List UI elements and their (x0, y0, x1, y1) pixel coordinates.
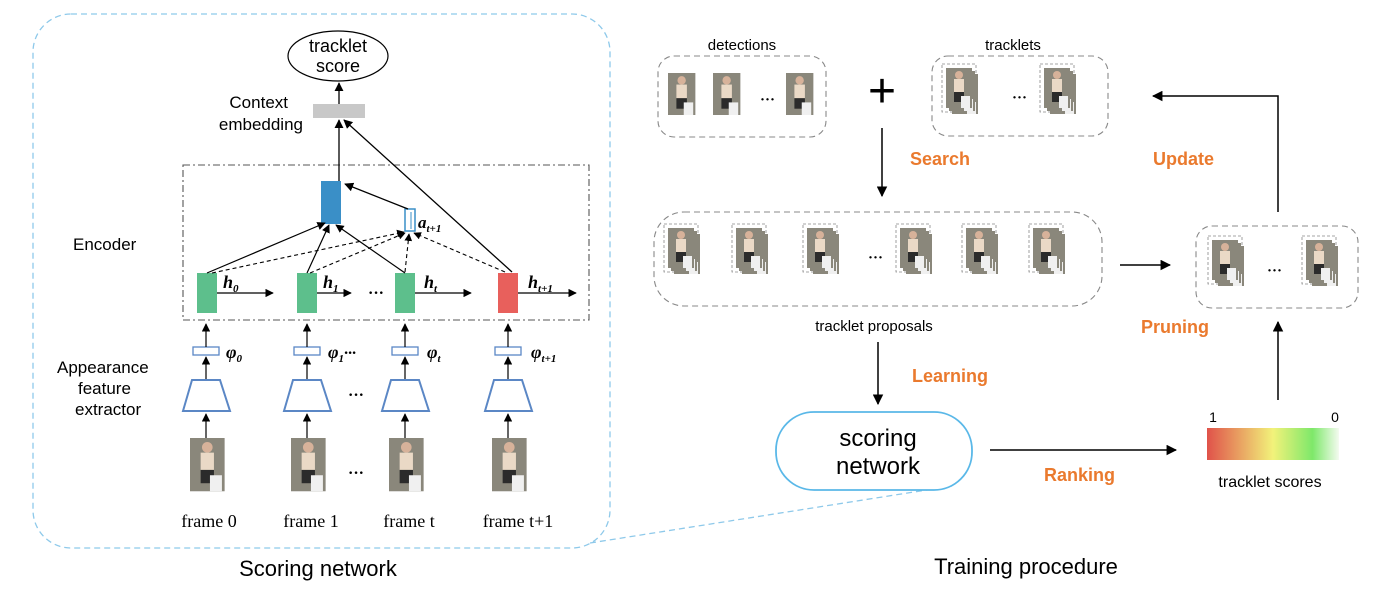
detections-label: detections (708, 37, 776, 54)
tracklet-proposals-box (653, 211, 1103, 307)
tracklets-label: tracklets (985, 37, 1041, 54)
context-embedding-bar (313, 104, 365, 118)
tracklet-scores-label: tracklet scores (1218, 474, 1321, 491)
learning-label: Learning (912, 366, 988, 386)
frame-image-1 (291, 438, 326, 492)
hidden-state-t (395, 273, 415, 313)
appearance-label-line2: feature (78, 379, 131, 398)
frame-label-1: frame 1 (283, 511, 338, 531)
pruned-stack-1 (1208, 236, 1244, 286)
frame-image-0 (190, 438, 225, 492)
tracklet-score-node (287, 30, 389, 82)
encoder-ellipsis: ··· (368, 285, 384, 302)
pruned-stack-2 (1302, 236, 1338, 286)
pruned-tracklets-box (1195, 225, 1359, 309)
proposal-stack-2 (732, 224, 768, 274)
frame-label-t: frame t (383, 511, 434, 531)
scoring-network-panel (32, 13, 611, 549)
update-arrow (1151, 90, 1279, 212)
proposals-ellipsis: ··· (868, 250, 883, 266)
scoring-network-box[interactable] (775, 411, 973, 491)
frame-label-0: frame 0 (181, 511, 236, 531)
hidden-label-t: ht (424, 272, 438, 295)
context-embedding-label-line1: Context (229, 93, 288, 112)
tracklets-box (931, 55, 1109, 137)
score-gradient-bar (1207, 428, 1339, 460)
training-procedure-title: Training procedure (934, 554, 1118, 579)
tracklet-stack-2 (1040, 64, 1076, 114)
pruned-ellipsis: ··· (1267, 263, 1282, 279)
tracklet-score-line1: tracklet (309, 36, 367, 56)
feature-label-0: φ0 (226, 342, 243, 365)
extractor-t (380, 379, 431, 412)
pruning-label: Pruning (1141, 317, 1209, 337)
scoring-network-box-line2: network (836, 453, 921, 480)
appearance-label-line1: Appearance (57, 358, 149, 377)
proposal-stack-6 (1029, 224, 1065, 274)
frame-label-t1: frame t+1 (483, 511, 554, 531)
hidden-label-0: h0 (223, 272, 239, 295)
extractor-0 (181, 379, 232, 412)
frame-image-t (389, 438, 424, 492)
attention-label: at+1 (418, 213, 441, 235)
feature-vector-t1 (494, 323, 522, 380)
feature-label-t: φt (427, 342, 442, 365)
detection-crop-2 (713, 73, 741, 115)
encoder-box (182, 164, 590, 321)
detections-box (657, 55, 827, 138)
appearance-label-line3: extractor (75, 400, 141, 419)
detections-ellipsis: ··· (760, 92, 775, 108)
ranking-label: Ranking (1044, 465, 1115, 485)
search-label: Search (910, 149, 970, 169)
proposal-stack-5 (962, 224, 998, 274)
update-label: Update (1153, 149, 1214, 169)
tracklet-proposals-label: tracklet proposals (815, 318, 933, 335)
zoom-link-line (589, 485, 953, 544)
tracklet-score-line2: score (316, 56, 360, 76)
hidden-state-0 (197, 273, 217, 313)
hidden-state-1 (297, 273, 317, 313)
attention-vector (404, 208, 416, 232)
extractor-1 (282, 379, 333, 412)
proposal-stack-3 (803, 224, 839, 274)
encoder-label: Encoder (73, 235, 137, 254)
detection-crop-1 (668, 73, 696, 115)
feature-vector-t (391, 323, 419, 380)
frame-image-t1 (492, 438, 527, 492)
context-embedding-label-line2: embedding (219, 115, 303, 134)
feature-vector-1 (293, 323, 321, 380)
hidden-label-1: h1 (323, 272, 339, 295)
extractor-ellipsis: ··· (348, 387, 364, 404)
feature-label-1: φ1··· (328, 342, 356, 365)
tracklet-stack-1 (942, 64, 978, 114)
detection-crop-3 (786, 73, 814, 115)
scoring-network-title: Scoring network (239, 556, 398, 581)
encoder-context-vector (321, 181, 341, 224)
scoring-network-box-line1: scoring (839, 425, 916, 452)
tracklets-ellipsis: ··· (1012, 90, 1027, 106)
hidden-label-t1: ht+1 (528, 272, 553, 295)
score-scale-low: 0 (1331, 409, 1339, 425)
feature-label-t1: φt+1 (531, 342, 556, 365)
proposal-stack-4 (896, 224, 932, 274)
frames-ellipsis: ··· (348, 465, 364, 482)
score-scale-high: 1 (1209, 409, 1217, 425)
extractor-t1 (483, 379, 534, 412)
feature-vector-0 (192, 323, 220, 380)
proposal-stack-1 (664, 224, 700, 274)
plus-sign: + (868, 65, 896, 118)
hidden-state-t1 (498, 273, 518, 313)
